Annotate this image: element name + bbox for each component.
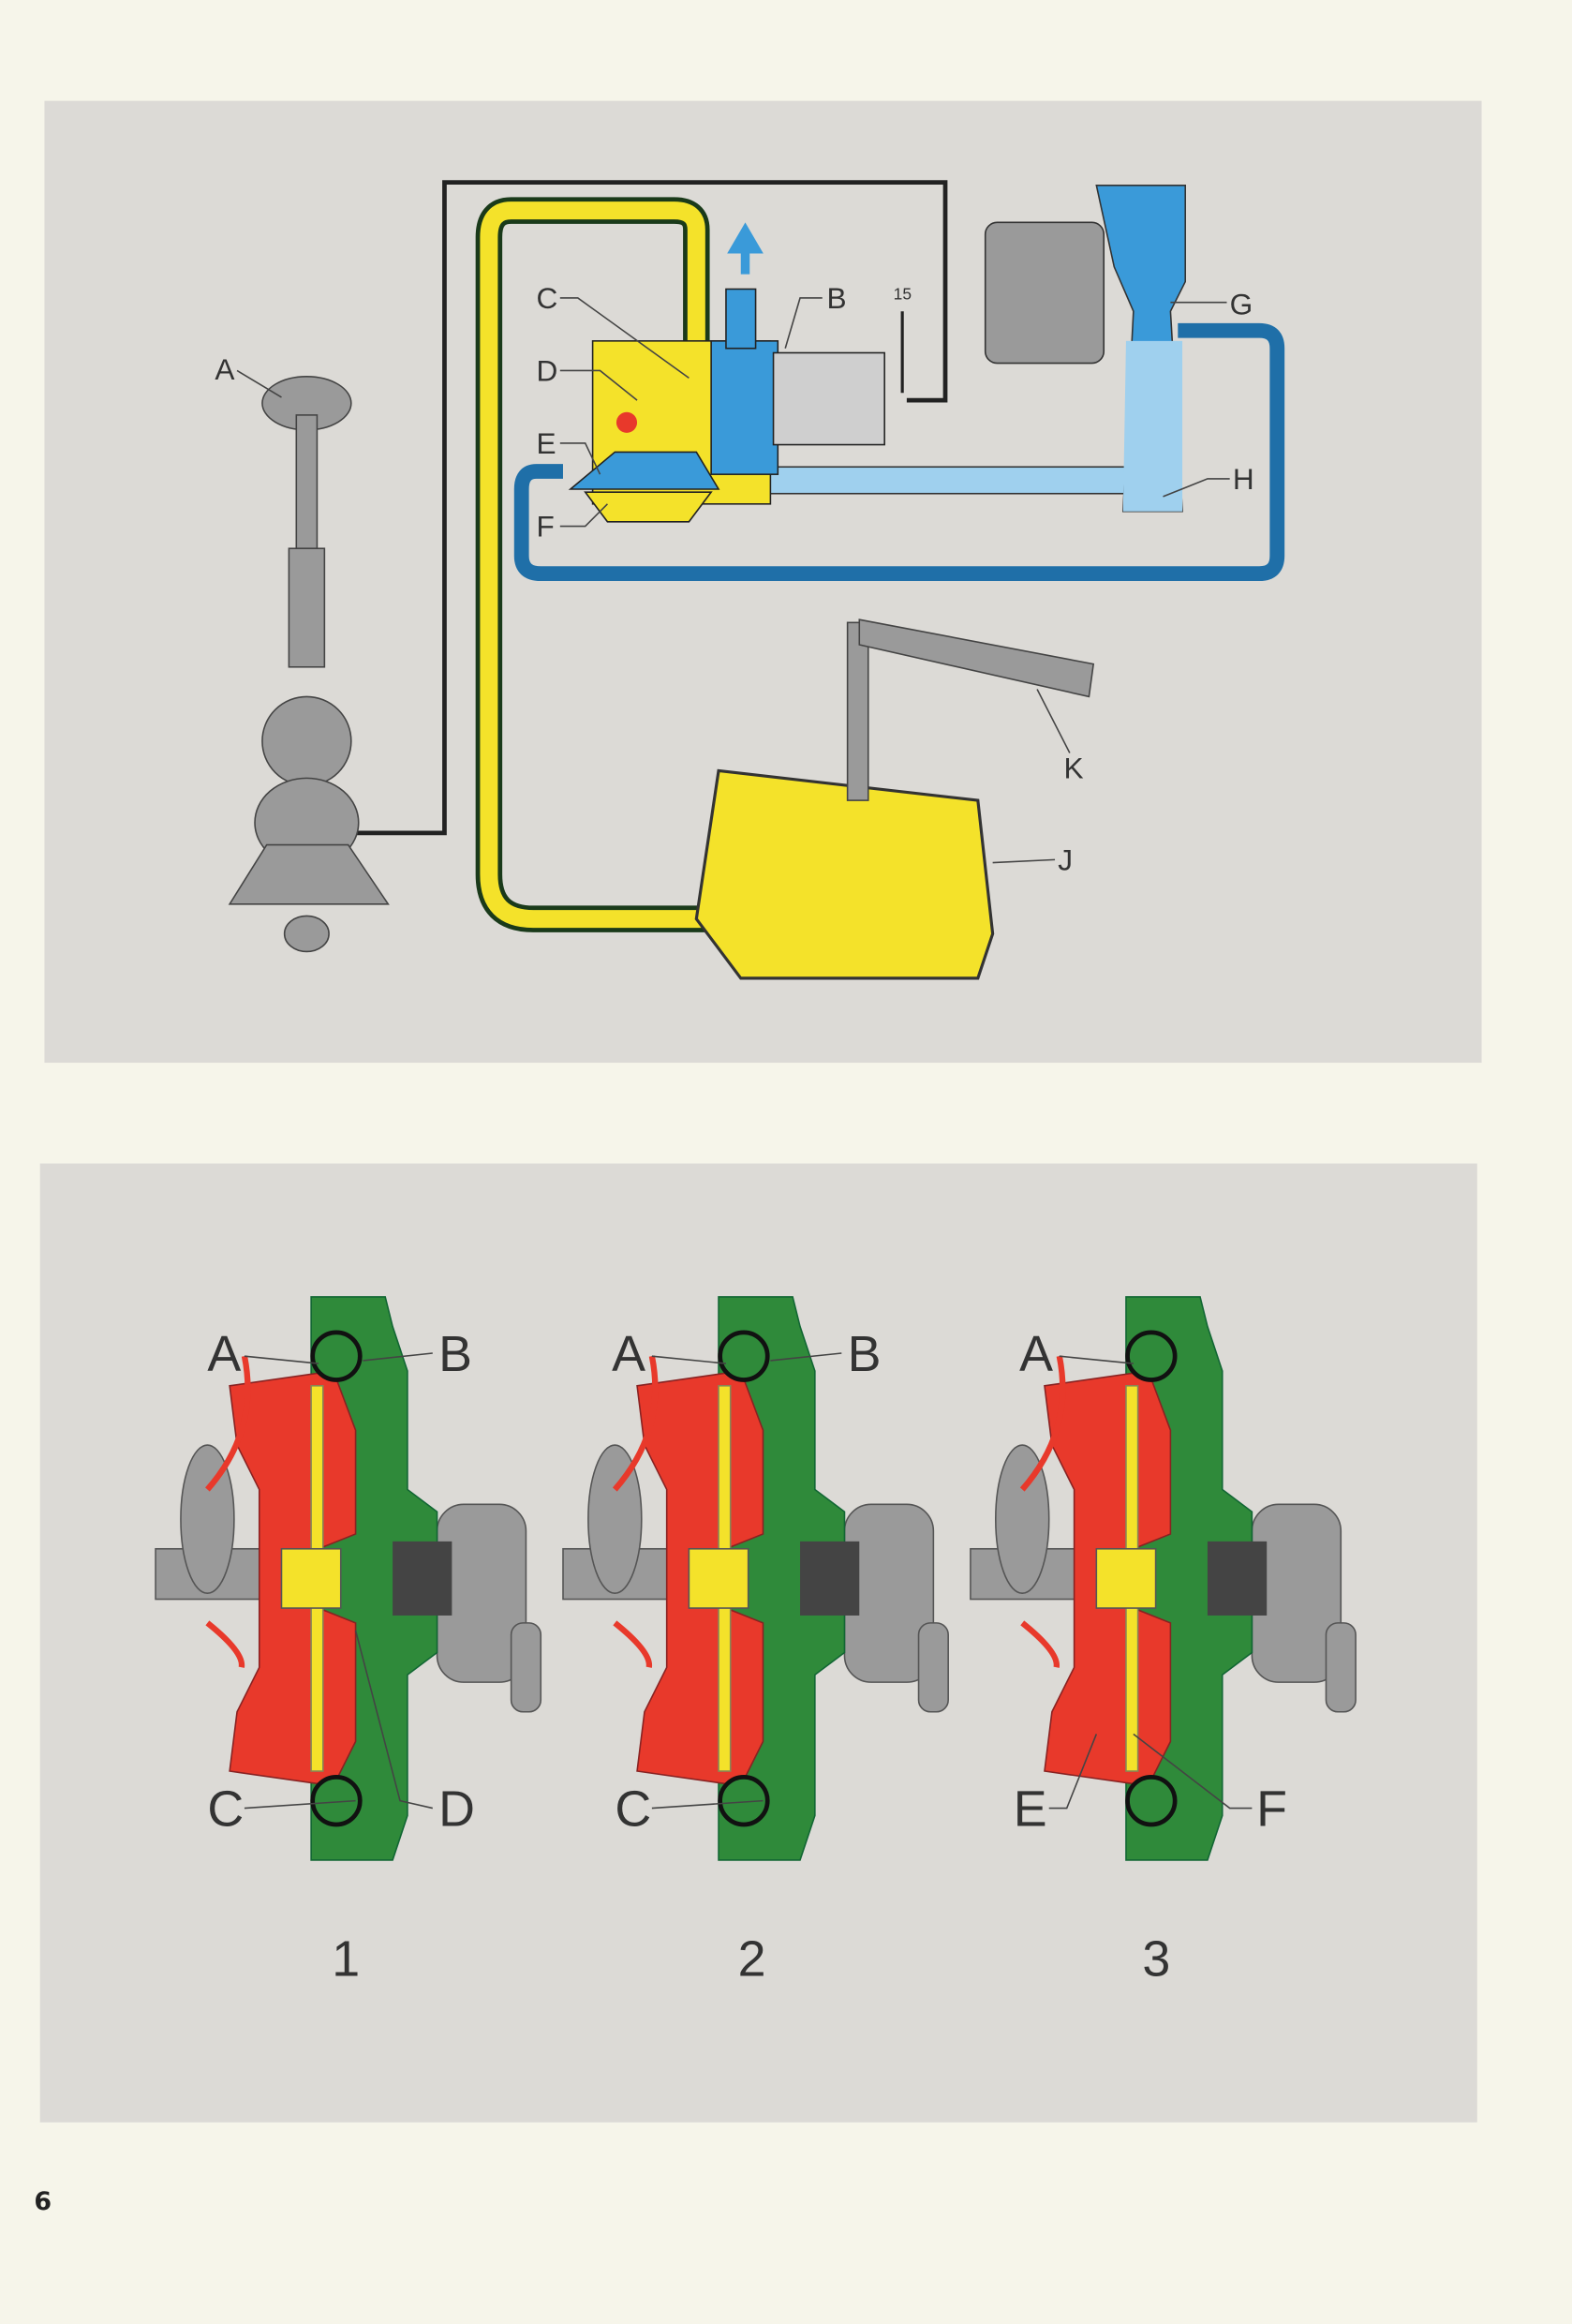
- airflow-arrow-icon: [727, 222, 764, 275]
- label-3-f: F: [1256, 1781, 1287, 1838]
- vacuum-pipe-blue: [513, 322, 1285, 582]
- label-d: D: [537, 354, 558, 388]
- label-3-e: E: [1014, 1781, 1047, 1838]
- label-2-a: A: [612, 1326, 645, 1382]
- label-c: C: [537, 281, 558, 315]
- label-g: G: [1230, 287, 1253, 320]
- gear-lever: [228, 376, 390, 953]
- electric-wire: [355, 180, 948, 836]
- label-a: A: [215, 352, 235, 386]
- label-1-a: A: [207, 1326, 241, 1382]
- panel-number-2: 2: [738, 1930, 766, 1987]
- label-e: E: [537, 426, 556, 460]
- label-3-a: A: [1019, 1326, 1053, 1382]
- terminal-15-label: 15: [894, 285, 912, 304]
- label-1-d: D: [438, 1781, 475, 1838]
- label-2-b: B: [848, 1326, 882, 1382]
- label-1-b: B: [438, 1326, 472, 1382]
- bottom-labels: A B C D 1 A B C 2 A E F 3: [207, 1326, 1287, 1987]
- top-labels: A B C D E F G H J K 15: [215, 281, 1253, 876]
- panel-number-3: 3: [1142, 1930, 1170, 1987]
- label-f: F: [537, 510, 555, 544]
- label-k: K: [1064, 751, 1084, 784]
- intake-pipe: [739, 466, 1127, 495]
- label-1-c: C: [207, 1781, 244, 1838]
- clutch-lever: [858, 618, 1095, 698]
- label-2-c: C: [615, 1781, 651, 1838]
- panel-number-1: 1: [332, 1930, 360, 1987]
- clutch-servo: [694, 768, 995, 980]
- carburettor: [984, 221, 1105, 365]
- label-j: J: [1058, 842, 1073, 876]
- vacuum-pipe-yellow: [480, 201, 712, 929]
- label-h: H: [1233, 462, 1254, 496]
- label-b: B: [826, 281, 846, 315]
- solenoid: [772, 351, 885, 446]
- page-number: 6: [34, 2187, 52, 2216]
